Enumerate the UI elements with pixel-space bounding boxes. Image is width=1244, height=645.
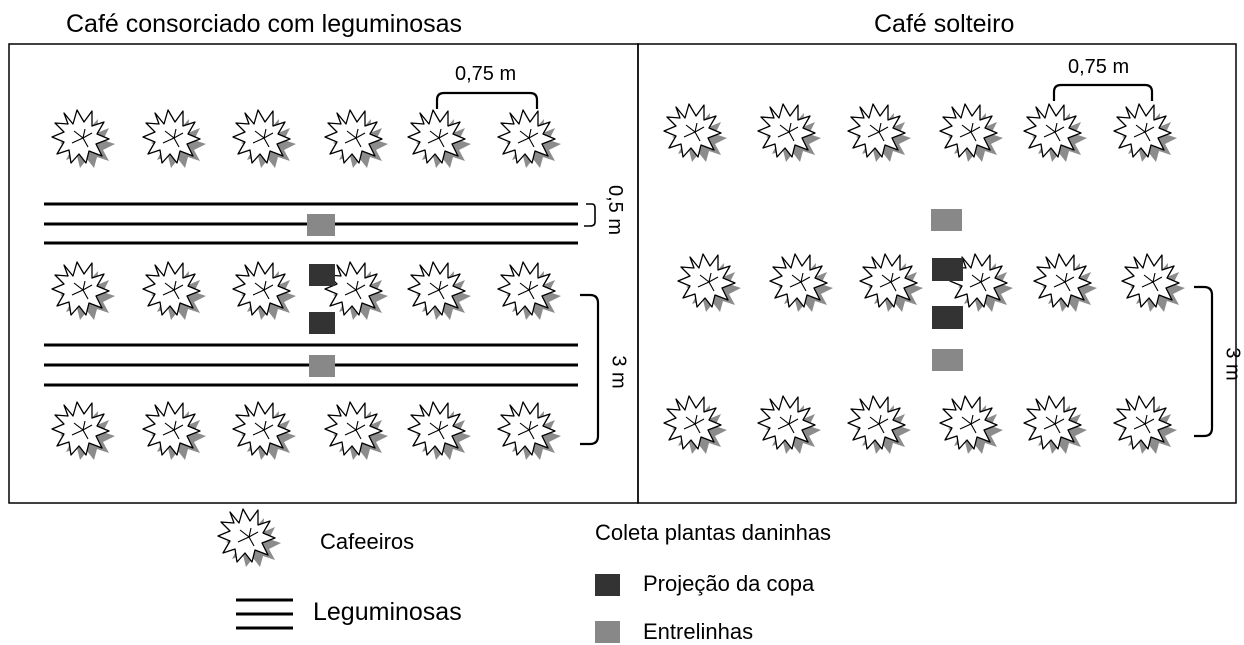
left-plant-row-3	[51, 401, 562, 461]
coffee-plant-icon	[51, 261, 116, 321]
legend-projecao-label: Projeção da copa	[643, 571, 815, 596]
coffee-plant-icon	[769, 253, 834, 313]
coffee-plant-icon	[497, 109, 562, 169]
coffee-plant-icon	[142, 401, 207, 461]
legend-leguminosas-label: Leguminosas	[313, 598, 462, 626]
right-plant-row-3	[663, 395, 1178, 455]
left-entrelinha-sample-bottom	[309, 355, 335, 377]
legend-entrelinhas-swatch	[595, 621, 620, 643]
left-projecao-sample-bottom	[309, 312, 335, 334]
left-plant-spacing-label: 0,75 m	[455, 63, 517, 85]
coffee-plant-icon	[847, 395, 912, 455]
coffee-plant-icon	[497, 401, 562, 461]
legend-projecao-swatch	[595, 574, 620, 596]
coffee-plant-icon	[51, 401, 116, 461]
coffee-plant-icon	[677, 253, 742, 313]
coffee-plant-icon	[859, 253, 924, 313]
coffee-plant-icon	[1121, 253, 1186, 313]
coffee-plant-icon	[407, 109, 472, 169]
coffee-plant-icon	[51, 109, 116, 169]
legend-cafeeiros-label: Cafeeiros	[320, 529, 415, 554]
coffee-plant-icon	[232, 261, 297, 321]
coffee-plant-icon	[232, 401, 297, 461]
right-entrelinha-sample-top	[931, 209, 962, 231]
coffee-plant-icon	[1033, 253, 1098, 313]
right-projecao-sample-bottom	[932, 306, 963, 329]
coffee-plant-icon	[1113, 395, 1178, 455]
coffee-plant-icon	[142, 261, 207, 321]
left-plant-spacing-bracket	[435, 91, 539, 109]
legend-entrelinhas-label: Entrelinhas	[643, 619, 754, 644]
left-row-spacing-bracket	[580, 293, 600, 446]
left-projecao-sample-top	[309, 264, 335, 286]
coffee-plant-icon	[497, 261, 562, 321]
right-plant-row-1	[663, 103, 1178, 163]
coffee-plant-icon	[939, 395, 1004, 455]
coffee-plant-icon	[847, 103, 912, 163]
coffee-plant-icon	[407, 261, 472, 321]
legend-coffee-plant-icon	[217, 508, 282, 568]
coffee-plant-icon	[939, 103, 1004, 163]
coffee-plant-icon	[324, 109, 389, 169]
coffee-plant-icon	[663, 395, 728, 455]
legend-legume-lines-icon	[236, 598, 293, 630]
coffee-plant-icon	[757, 103, 822, 163]
coffee-plant-icon	[757, 395, 822, 455]
left-entrelinha-sample-top	[307, 214, 335, 236]
right-panel-frame	[637, 43, 1237, 504]
coffee-plant-icon	[142, 109, 207, 169]
coffee-plant-icon	[663, 103, 728, 163]
coffee-plant-icon	[407, 401, 472, 461]
left-plant-row-1	[51, 109, 562, 169]
coffee-plant-icon	[1023, 103, 1088, 163]
coffee-plant-icon	[1023, 395, 1088, 455]
left-panel-title: Café consorciado com leguminosas	[66, 10, 463, 38]
right-row-spacing-bracket	[1194, 285, 1214, 438]
coffee-plant-icon	[232, 109, 297, 169]
legend-coleta-title: Coleta plantas daninhas	[595, 520, 832, 545]
right-plant-spacing-label: 0,75 m	[1068, 56, 1130, 78]
right-plant-row-2	[677, 253, 1186, 313]
left-legume-spacing-bracket	[584, 203, 596, 227]
right-panel-title: Café solteiro	[874, 10, 1015, 38]
right-plant-spacing-bracket	[1052, 83, 1154, 101]
coffee-plant-icon	[324, 401, 389, 461]
right-projecao-sample-top	[932, 258, 963, 281]
left-plant-row-2	[51, 261, 562, 321]
right-entrelinha-sample-bottom	[932, 349, 963, 371]
coffee-plant-icon	[1113, 103, 1178, 163]
